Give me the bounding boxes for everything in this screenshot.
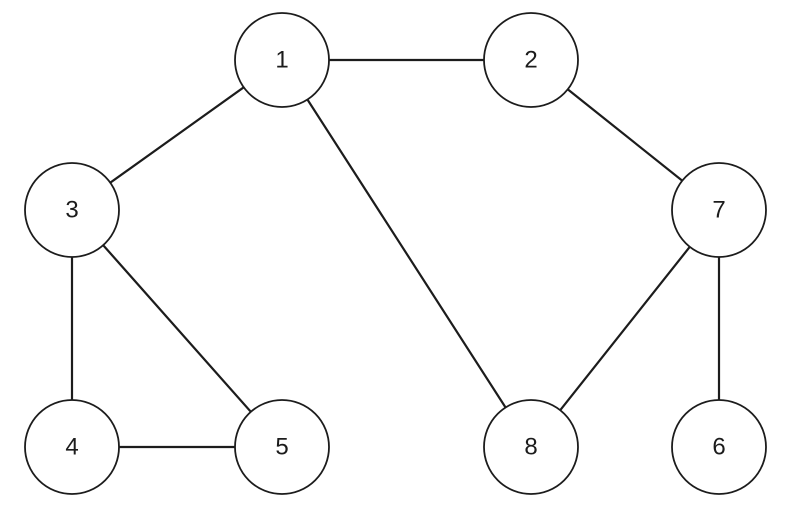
node-7: 7 — [671, 162, 767, 258]
node-circle-8 — [483, 399, 579, 495]
edge-7-8 — [529, 208, 721, 449]
node-circle-7 — [671, 162, 767, 258]
node-label-7: 7 — [712, 197, 725, 224]
node-2: 2 — [483, 12, 579, 108]
node-3: 3 — [24, 162, 120, 258]
node-4: 4 — [24, 399, 120, 495]
edge-3-5 — [70, 208, 284, 449]
node-8: 8 — [483, 399, 579, 495]
node-label-2: 2 — [524, 47, 537, 74]
node-circle-5 — [234, 399, 330, 495]
edges-layer — [70, 58, 721, 449]
node-label-5: 5 — [275, 434, 288, 461]
node-circle-3 — [24, 162, 120, 258]
edge-1-8 — [280, 58, 533, 449]
node-label-1: 1 — [275, 47, 288, 74]
node-label-6: 6 — [712, 434, 725, 461]
node-circle-2 — [483, 12, 579, 108]
nodes-layer: 1 2 3 4 5 6 7 8 — [24, 12, 767, 495]
node-circle-1 — [234, 12, 330, 108]
node-6: 6 — [671, 399, 767, 495]
node-label-4: 4 — [65, 434, 78, 461]
node-label-3: 3 — [65, 197, 78, 224]
node-label-8: 8 — [524, 434, 537, 461]
node-1: 1 — [234, 12, 330, 108]
node-circle-4 — [24, 399, 120, 495]
node-circle-6 — [671, 399, 767, 495]
node-5: 5 — [234, 399, 330, 495]
